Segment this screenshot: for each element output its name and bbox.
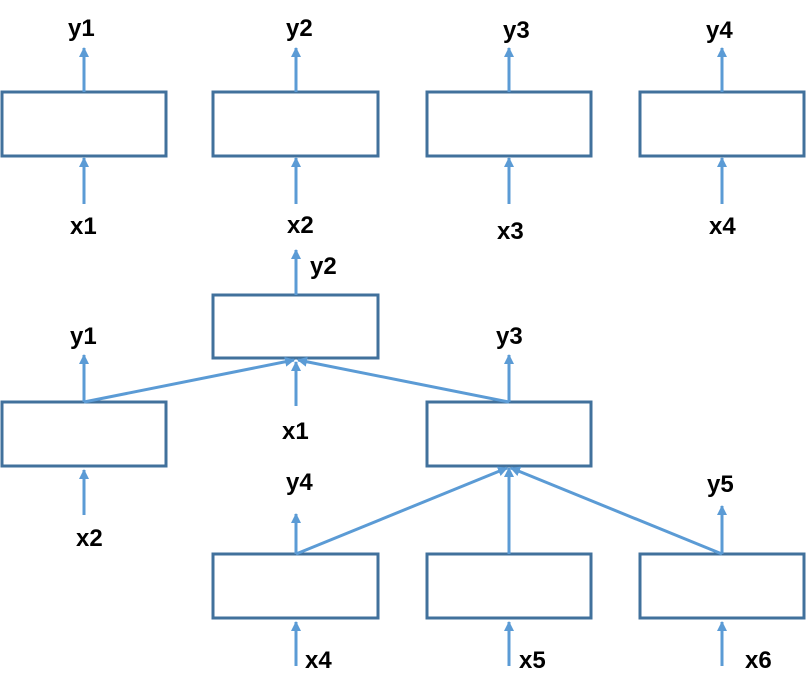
leaf-3-box	[638, 552, 806, 620]
output-label-y2: y2	[286, 15, 313, 42]
top-cells: y1 y2 y3 y4 x1 x2 x3 x4	[0, 15, 806, 245]
input-label-x2: x2	[287, 212, 314, 239]
left-to-root-edge	[83, 356, 295, 404]
left-output-label: y1	[70, 323, 97, 350]
middle-to-root-edge	[297, 356, 510, 404]
cell-3-box	[425, 90, 593, 158]
input-label-x1: x1	[70, 213, 97, 240]
left-node-box	[0, 400, 168, 468]
input-label-x3: x3	[497, 218, 524, 245]
middle-node-box	[425, 400, 593, 468]
cell-1-box	[0, 90, 168, 158]
output-label-y1: y1	[68, 15, 95, 42]
middle-output-label: y3	[496, 323, 523, 350]
input-label-x4: x4	[709, 213, 736, 240]
leaf-1-input-label: x4	[305, 647, 332, 674]
left-input-label: x2	[76, 525, 103, 552]
leaf-3-to-middle-edge	[510, 466, 723, 556]
leaf-1-to-middle-edge	[295, 466, 508, 556]
leaf-3-output-label: y5	[707, 471, 734, 498]
leaf-2-input-label: x5	[519, 647, 546, 674]
leaf-1-box	[211, 552, 380, 620]
root-node-box	[211, 293, 380, 360]
cell-2-box	[211, 90, 380, 158]
leaf-2-box	[425, 552, 593, 620]
cell-4-box	[638, 90, 806, 158]
leaf-3-input-label: x6	[745, 647, 772, 674]
root-output-label: y2	[310, 253, 337, 280]
output-label-y3: y3	[503, 17, 530, 44]
tree-network: y2 x1 y1 x2 y3 y4 x4 x5 y5 x6	[0, 249, 806, 674]
output-label-y4: y4	[706, 17, 733, 44]
leaf-1-output-label: y4	[286, 469, 313, 496]
root-input-label: x1	[282, 418, 309, 445]
